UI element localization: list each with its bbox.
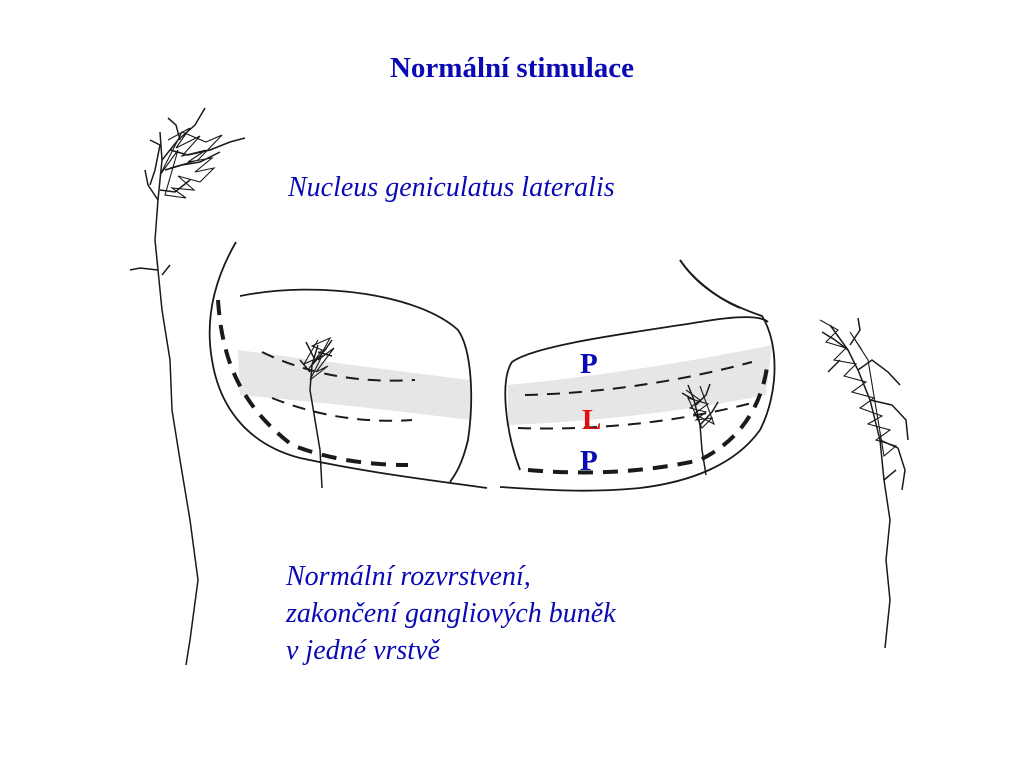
right-outer-dashed-boundary (527, 359, 770, 475)
slide-title: Normální stimulace (389, 52, 635, 84)
right-neuron (821, 317, 909, 649)
layer-label-p-lower: P (580, 445, 598, 477)
left-neuron-arbor (159, 127, 223, 199)
left-lobe-outline (208, 241, 488, 489)
right-terminal-arbor (685, 385, 715, 429)
right-upper-dashed-boundary (524, 361, 753, 396)
left-upper-dashed-boundary (261, 351, 416, 382)
caption-line-2: zakončení gangliových buněk (286, 598, 616, 629)
caption-line-1: Normální rozvrstvení, (286, 561, 531, 592)
left-gray-band (238, 350, 470, 420)
left-terminal-axon (299, 339, 333, 489)
caption-line-3: v jedné vrstvě (286, 635, 440, 666)
caption: Normální rozvrstvení, zakončení gangliov… (286, 558, 616, 669)
left-terminal-arbor (302, 336, 335, 381)
left-outer-dashed-boundary (216, 299, 409, 467)
layer-label-p-upper: P (580, 348, 598, 380)
layer-label-l: L (582, 404, 602, 436)
dashed-layer-boundaries (216, 299, 770, 475)
left-neuron (129, 107, 246, 666)
left-lower-dashed-boundary (271, 397, 413, 422)
right-neuron-arbor (819, 319, 898, 458)
terminal-arbors (159, 127, 898, 458)
right-top-outline (679, 259, 741, 309)
left-inner-lobe-outline (239, 288, 473, 483)
right-inner-lobe-outline (504, 316, 769, 471)
ganglion-axons (129, 107, 909, 666)
nucleus-outline (208, 241, 776, 492)
diagram-subtitle: Nucleus geniculatus lateralis (288, 172, 615, 203)
right-lower-dashed-boundary (517, 401, 757, 430)
